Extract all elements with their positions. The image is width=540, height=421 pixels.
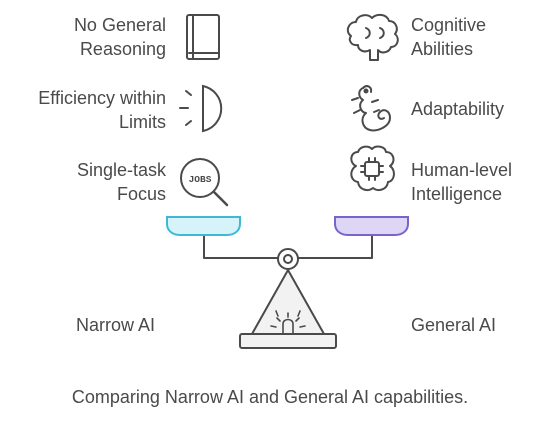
- narrow-ai-title: Narrow AI: [76, 315, 156, 335]
- narrow-feature-efficiency-within-limits: Efficiency within Limits: [10, 86, 166, 134]
- scale-stand: [239, 248, 337, 349]
- jobs-magnifier-icon: JOBS: [180, 158, 229, 207]
- label-line: Adaptability: [411, 99, 505, 119]
- jobs-text: JOBS: [189, 174, 212, 185]
- label-line: No General: [73, 15, 166, 35]
- narrow-ai-pan: [166, 216, 241, 236]
- narrow-feature-no-general-reasoning: No General Reasoning: [40, 13, 166, 61]
- label-line: Efficiency within: [38, 88, 166, 108]
- label-line: Intelligence: [411, 184, 503, 204]
- general-feature-human-level-intelligence: Human-level Intelligence: [411, 158, 536, 206]
- general-ai-title: General AI: [411, 315, 497, 335]
- label-line: Reasoning: [79, 39, 166, 59]
- label-line: Focus: [116, 184, 166, 204]
- label-line: Limits: [118, 112, 166, 132]
- general-feature-cognitive-abilities: Cognitive Abilities: [411, 13, 536, 61]
- half-moon-icon: [179, 84, 223, 133]
- brain-icon: [346, 13, 399, 61]
- label-line: Cognitive: [411, 15, 487, 35]
- general-feature-adaptability: Adaptability: [411, 97, 536, 121]
- book-icon: [186, 14, 220, 60]
- diagram-caption: Comparing Narrow AI and General AI capab…: [71, 387, 469, 407]
- chameleon-icon: [351, 85, 391, 132]
- general-ai-pan: [334, 216, 409, 236]
- narrow-feature-single-task-focus: Single-task Focus: [40, 158, 166, 206]
- pivot-indicator-icon: [270, 310, 306, 335]
- label-line: Single-task: [76, 160, 166, 180]
- label-line: Abilities: [411, 39, 474, 59]
- chip-brain-icon: [350, 145, 395, 191]
- label-line: Human-level: [411, 160, 513, 180]
